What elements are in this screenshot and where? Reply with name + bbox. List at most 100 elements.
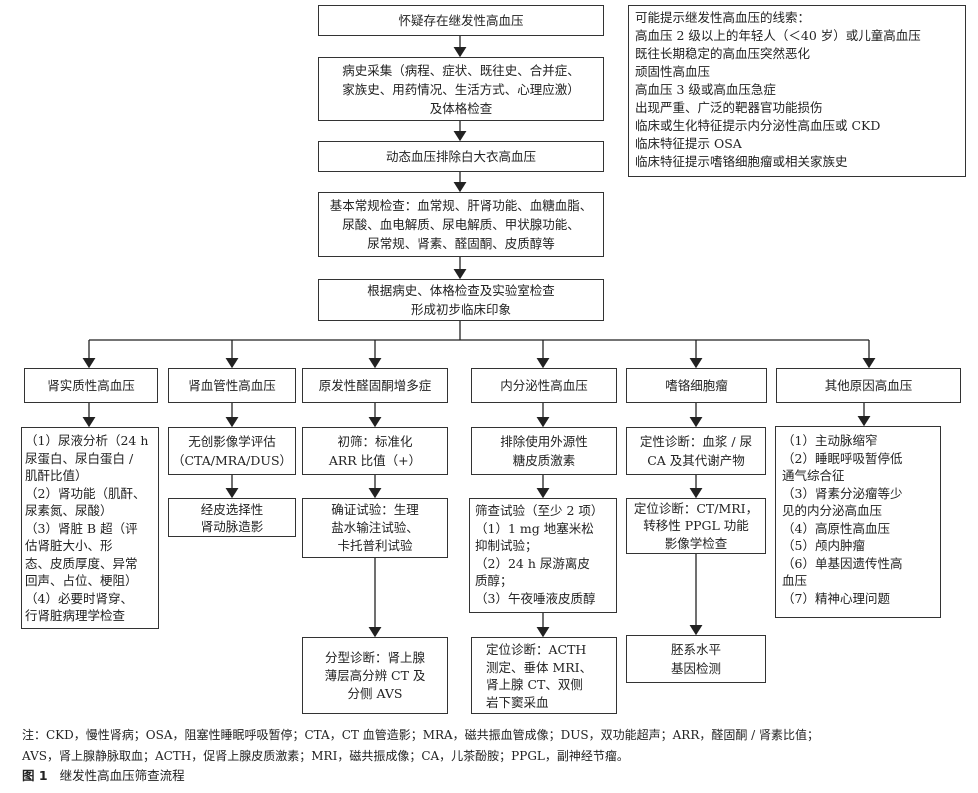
step-ambulatory-bp: 动态血压排除白大衣高血压 <box>318 141 604 172</box>
clue-item: 临床特征提示嗜铬细胞瘤或相关家族史 <box>635 154 848 169</box>
category-title: 其他原因高血压 <box>824 378 913 393</box>
pa-subtyping: 分型诊断：肾上腺薄层高分辨 CT 及分侧 AVS <box>302 637 448 714</box>
step-text: 影像学检查 <box>664 535 728 551</box>
footnote-line: AVS，肾上腺静脉取血；ACTH，促肾上腺皮质激素；MRI，磁共振成像；CA，儿… <box>22 749 629 763</box>
renovascular-noninvasive-imaging: 无创影像学评估（CTA/MRA/DUS） <box>168 427 296 475</box>
renal-parenchymal-tests: （1）尿液分析（24 h 尿蛋白、尿白蛋白 / 肌酐比值） （2）肾功能（肌酐、尿素氮… <box>21 427 159 629</box>
category-title: 嗜铬细胞瘤 <box>665 378 728 393</box>
step-text: 见的内分泌高血压 <box>782 503 883 518</box>
category-pheochromocytoma: 嗜铬细胞瘤 <box>626 368 767 403</box>
category-endocrine: 内分泌性高血压 <box>471 368 617 403</box>
step-text: 及体格检查 <box>429 100 493 116</box>
clues-title: 可能提示继发性高血压的线索： <box>635 10 811 25</box>
step-text: 分侧 AVS <box>347 685 403 701</box>
clue-item: 高血压 2 级以上的年轻人（＜40 岁）或儿童高血压 <box>635 28 921 43</box>
step-text: 肾上腺 CT、双侧 <box>486 677 583 692</box>
step-text: 尿素氮、尿酸） <box>25 503 113 518</box>
step-text: 卡托普利试验 <box>337 538 413 553</box>
step-text: （1）主动脉缩窄 <box>782 433 878 448</box>
clue-item: 高血压 3 级或高血压急症 <box>635 82 776 97</box>
pa-screening: 初筛：标准化 ARR 比值（+） <box>302 427 448 475</box>
step-text: （5）颅内肿瘤 <box>782 538 865 553</box>
step-history-exam: 病史采集（病程、症状、既往史、合并症、家族史、用药情况、生活方式、心理应激） 及体… <box>318 57 604 121</box>
clue-item: 出现严重、广泛的靶器官功能损伤 <box>635 100 823 115</box>
step-text: 动态血压排除白大衣高血压 <box>385 149 536 164</box>
category-title: 原发性醛固酮增多症 <box>318 378 432 393</box>
step-text: 病史采集（病程、症状、既往史、合并症、 <box>342 62 580 78</box>
category-renovascular: 肾血管性高血压 <box>168 368 296 403</box>
step-text: （CTA/MRA/DUS） <box>171 453 293 468</box>
step-text: （1）1 mg 地塞米松 <box>475 520 594 536</box>
step-text: 初筛：标准化 <box>337 434 413 449</box>
step-text: 尿常规、肾素、醛固酮、皮质醇等 <box>367 236 555 251</box>
step-text: 薄层高分辨 CT 及 <box>324 667 426 683</box>
step-text: 盐水输注试验、 <box>331 520 419 535</box>
pheo-germline-testing: 胚系水平基因检测 <box>626 635 766 683</box>
step-text: 根据病史、体格检查及实验室检查 <box>367 283 555 298</box>
step-text: （4）必要时肾穿、 <box>25 590 133 606</box>
step-clinical-impression: 根据病史、体格检查及实验室检查形成初步临床印象 <box>318 279 604 321</box>
step-text: 确证试验：生理 <box>331 502 419 517</box>
step-text: （3）肾脏 B 超（评 <box>25 520 138 536</box>
step-text: 分型诊断：肾上腺 <box>324 649 425 665</box>
footnote-line: 注：CKD，慢性肾病；OSA，阻塞性睡眠呼吸暂停；CTA，CT 血管造影；MRA… <box>22 728 820 742</box>
step-text: 肾动脉造影 <box>200 518 264 534</box>
step-text: 行肾脏病理学检查 <box>25 608 126 623</box>
step-text: 质醇； <box>475 573 513 588</box>
step-text: （4）高原性高血压 <box>782 520 890 536</box>
step-text: 抑制试验； <box>475 538 538 553</box>
category-renal-parenchymal: 肾实质性高血压 <box>24 368 158 403</box>
step-text: CA 及其代谢产物 <box>647 453 745 468</box>
step-text: 定性诊断：血浆 / 尿 <box>639 434 753 449</box>
step-text: 转移性 PPGL 功能 <box>643 518 749 534</box>
clue-item: 临床或生化特征提示内分泌性高血压或 CKD <box>635 118 881 133</box>
step-text: 糖皮质激素 <box>512 453 576 468</box>
step-text: 排除使用外源性 <box>500 434 588 449</box>
step-text: （3）肾素分泌瘤等少 <box>782 485 903 501</box>
category-title: 肾血管性高血压 <box>188 378 276 393</box>
step-text: （3）午夜唾液皮质醇 <box>475 590 596 606</box>
step-text: （2）肾功能（肌酐、 <box>25 485 146 501</box>
step-text: 定位诊断：CT/MRI， <box>633 500 759 516</box>
other-causes-list: （1）主动脉缩窄（2）睡眠呼吸暂停低通气综合征（3）肾素分泌瘤等少见的内分泌高血… <box>775 426 941 618</box>
step-text: （6）单基因遗传性高 <box>782 555 903 571</box>
figure-caption: 图 1 继发性高血压筛查流程 <box>22 765 185 784</box>
step-text: （2）睡眠呼吸暂停低 <box>782 450 903 466</box>
step-text: 形成初步临床印象 <box>410 302 511 317</box>
step-text: 胚系水平 <box>670 642 721 657</box>
step-text: 筛查试验（至少 2 项） <box>475 503 604 518</box>
category-other: 其他原因高血压 <box>776 368 961 403</box>
step-suspect-secondary-hypertension: 怀疑存在继发性高血压 <box>318 5 604 36</box>
endocrine-screening-tests: 筛查试验（至少 2 项） （1）1 mg 地塞米松抑制试验； （2）24 h 尿游离… <box>469 498 617 613</box>
step-text: 尿蛋白、尿白蛋白 / <box>25 450 134 466</box>
figure-title: 继发性高血压筛查流程 <box>59 768 185 783</box>
step-text: 血压 <box>782 573 808 588</box>
step-text: （7）精神心理问题 <box>782 590 890 606</box>
step-text: ARR 比值（+） <box>328 453 422 468</box>
step-text: （2）24 h 尿游离皮 <box>475 555 590 571</box>
clue-item: 顽固性高血压 <box>635 64 711 79</box>
step-text: 回声、占位、梗阻） <box>25 573 138 588</box>
figure-label: 图 1 <box>22 768 48 783</box>
category-title: 肾实质性高血压 <box>47 378 135 393</box>
step-text: 家族史、用药情况、生活方式、心理应激） <box>342 81 580 97</box>
step-text: 怀疑存在继发性高血压 <box>398 13 524 28</box>
step-text: 态、皮质厚度、异常 <box>25 555 138 571</box>
renovascular-angiography: 经皮选择性肾动脉造影 <box>168 498 296 537</box>
category-primary-aldosteronism: 原发性醛固酮增多症 <box>302 368 448 403</box>
step-text: 估肾脏大小、形 <box>25 538 113 553</box>
step-text: 岩下窦采血 <box>486 694 549 710</box>
step-text: 经皮选择性 <box>200 501 264 517</box>
category-title: 内分泌性高血压 <box>500 378 588 393</box>
step-text: 尿酸、血电解质、尿电解质、甲状腺功能、 <box>342 217 580 232</box>
step-text: 肌酐比值） <box>25 468 88 483</box>
step-text: 定位诊断：ACTH <box>486 642 587 657</box>
clue-item: 临床特征提示 OSA <box>635 136 742 151</box>
pa-confirmation: 确证试验：生理盐水输注试验、卡托普利试验 <box>302 498 448 558</box>
step-text: 基本常规检查：血常规、肝肾功能、血糖血脂、 <box>329 198 593 213</box>
step-text: （1）尿液分析（24 h <box>25 433 149 448</box>
step-text: 基因检测 <box>670 661 721 676</box>
